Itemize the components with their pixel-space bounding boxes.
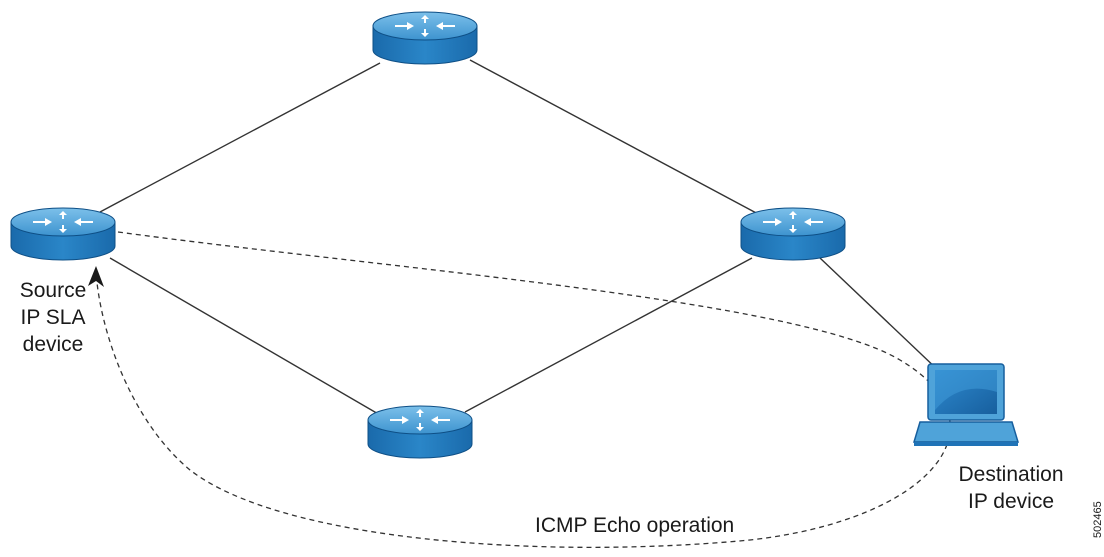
source-label-line1: Source [19, 279, 87, 302]
icmp-echo-path [95, 231, 951, 548]
source-device-label: Source IP SLA device [8, 277, 98, 358]
link-left-top [99, 62, 381, 213]
destination-device-label: Destination IP device [946, 461, 1076, 515]
destination-label-line1: Destination [958, 463, 1064, 486]
source-label-line2: IP SLA [20, 306, 86, 329]
link-bottom-right [464, 257, 753, 413]
links [99, 59, 941, 416]
destination-label-line2: IP device [968, 490, 1054, 513]
link-left-bottom [109, 257, 381, 416]
icmp-operation-label: ICMP Echo operation [535, 514, 735, 537]
router-left-icon [10, 207, 116, 261]
link-right-laptop [819, 257, 941, 373]
router-bottom-icon [367, 405, 473, 459]
arrowhead-icon [88, 266, 104, 287]
figure-number: 502465 [1092, 501, 1104, 538]
laptop-icon [912, 363, 1020, 446]
router-top-icon [372, 11, 478, 65]
source-label-line3: device [22, 333, 84, 356]
link-top-right [469, 59, 761, 216]
router-right-icon [740, 207, 846, 261]
